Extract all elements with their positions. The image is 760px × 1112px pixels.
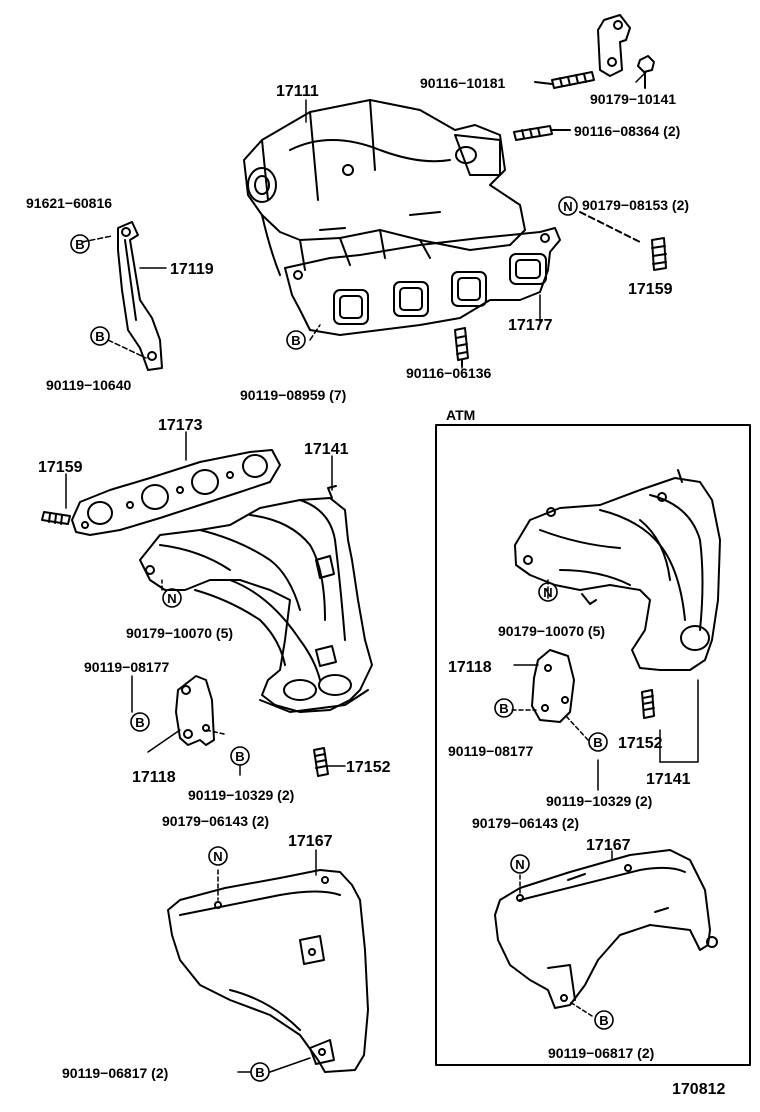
label-90116-06136: 90116−06136 [406,365,491,381]
label-90119-06817: 90119−06817 (2) [62,1065,168,1081]
label-90119-10640: 90119−10640 [46,377,131,393]
svg-text:B: B [499,701,508,716]
svg-text:N: N [515,857,524,872]
marker-b-90119-08959: B [286,330,306,350]
label-90179-10070: 90179−10070 (5) [126,625,233,641]
label-atm-90179-10070: 90179−10070 (5) [498,623,605,639]
label-90119-08959: 90119−08959 (7) [240,387,346,403]
atm-exhaust-manifold-17141 [514,469,721,671]
marker-b-91621: B [70,234,90,254]
label-17111: 17111 [276,83,319,100]
label-atm-90119-10329: 90119−10329 (2) [546,793,652,809]
label-17177: 17177 [508,317,553,334]
stud-17159-top [579,211,667,271]
svg-text:B: B [95,329,104,344]
marker-n-90179-06143: N [208,846,228,866]
atm-heat-insulator-17167 [494,849,718,1009]
marker-n-atm-90179-06143: N [510,854,530,874]
label-17118: 17118 [132,769,176,786]
marker-b-90119-06817: B [250,1062,270,1082]
marker-n-atm-90179-10070: N [538,582,558,602]
intake-manifold-17111 [243,99,526,276]
stud-17159-mid [41,511,71,525]
svg-text:N: N [543,585,552,600]
label-90179-06143: 90179−06143 (2) [162,813,269,829]
stud-90116-06136 [454,327,469,367]
svg-text:B: B [235,749,244,764]
label-atm-title: ATM [446,407,475,423]
marker-b-atm-90119-10329: B [588,732,608,752]
atm-bracket-17118 [531,649,575,723]
marker-b-90119-10640: B [90,326,110,346]
marker-b-90119-08177: B [130,712,150,732]
svg-text:B: B [135,715,144,730]
stud-90116-10181 [534,71,595,89]
svg-text:B: B [593,735,602,750]
label-atm-17152: 17152 [618,735,663,752]
bracket-top [597,14,655,89]
atm-box [435,424,751,1066]
marker-n-90179-10070: N [162,588,182,608]
label-atm-17167: 17167 [586,837,631,854]
label-atm-90119-06817: 90119−06817 (2) [548,1045,654,1061]
label-atm-17141: 17141 [646,771,691,788]
label-90116-08364: 90116−08364 (2) [574,123,680,139]
svg-text:N: N [563,199,572,214]
label-90116-10181: 90116−10181 [420,75,505,91]
label-90119-08177: 90119−08177 [84,659,169,675]
label-17141: 17141 [304,441,349,458]
marker-n-90179-08153: N [558,196,578,216]
svg-text:N: N [213,849,222,864]
svg-text:B: B [255,1065,264,1080]
label-17167: 17167 [288,833,333,850]
heat-insulator-17167-left [167,869,369,1073]
intake-gasket-17177 [284,227,561,336]
stud-17152 [313,747,329,777]
label-17159-top: 17159 [628,281,673,298]
stud-90116-08364 [513,125,571,141]
leader-lines [65,71,699,1073]
atm-stud-17152 [641,689,655,719]
label-90179-10141: 90179−10141 [590,91,676,107]
label-17173: 17173 [158,417,203,434]
label-90119-10329: 90119−10329 (2) [188,787,294,803]
svg-text:N: N [167,591,176,606]
label-90179-08153: 90179−08153 (2) [582,197,689,213]
label-atm-90119-08177: 90119−08177 [448,743,533,759]
diagram-id: 170812 [672,1081,725,1098]
exhaust-manifold-17141 [139,485,373,713]
marker-b-atm-90119-06817: B [594,1010,614,1030]
marker-b-atm-90119-08177: B [494,698,514,718]
svg-text:B: B [291,333,300,348]
marker-b-90119-10329: B [230,746,250,766]
bracket-17118-left [175,675,215,746]
bracket-17119 [117,221,163,371]
label-17159-mid: 17159 [38,459,83,476]
svg-text:B: B [599,1013,608,1028]
label-17152: 17152 [346,759,391,776]
exhaust-gasket-17173 [71,449,281,536]
label-17119: 17119 [170,261,214,278]
label-atm-17118: 17118 [448,659,492,676]
svg-text:B: B [75,237,84,252]
label-91621-60816: 91621−60816 [26,195,112,211]
label-atm-90179-06143: 90179−06143 (2) [472,815,579,831]
